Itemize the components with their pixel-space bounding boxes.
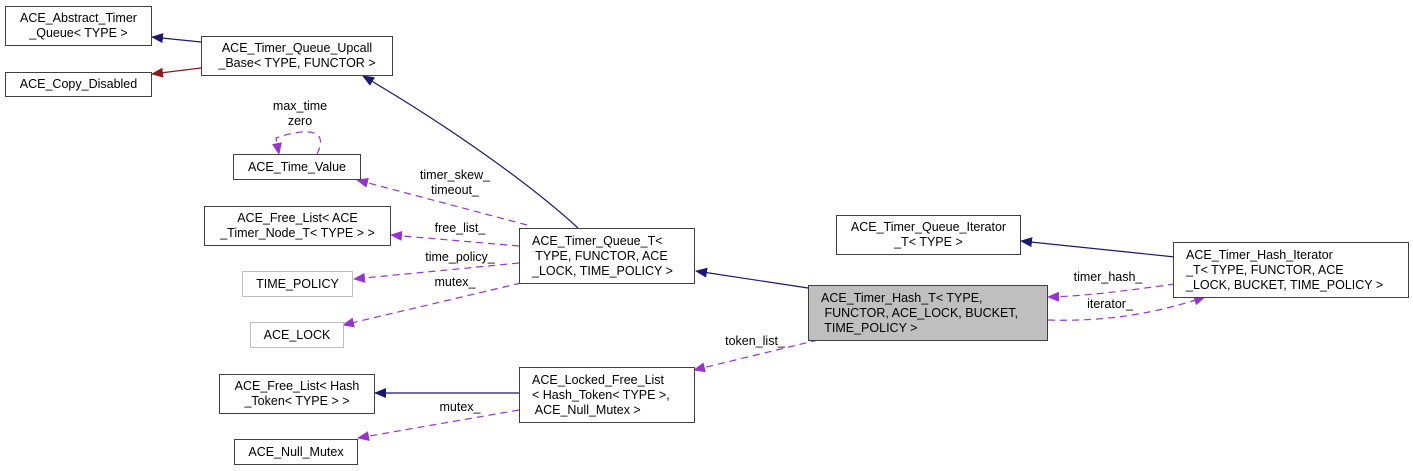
edge-upcall-to-copy-disabled (151, 67, 202, 78)
node-null-mutex[interactable]: ACE_Null_Mutex (234, 439, 358, 465)
edge-label-free-list: free_list_ (434, 221, 486, 235)
edge-iterator (1047, 295, 1206, 321)
node-copy-disabled[interactable]: ACE_Copy_Disabled (5, 72, 152, 97)
node-locked-free-list[interactable]: ACE_Locked_Free_List < Hash_Token< TYPE … (519, 367, 695, 423)
node-timer-hash-iterator[interactable]: ACE_Timer_Hash_Iterator _T< TYPE, FUNCTO… (1173, 242, 1409, 298)
edge-timer-queue-to-upcall (362, 75, 579, 229)
edge-timer-hash (1047, 283, 1176, 302)
edge-time-value-self (272, 131, 322, 155)
node-time-value[interactable]: ACE_Time_Value (233, 154, 361, 180)
edge-label-timer-skew-timeout: timer_skew_ timeout_ (419, 168, 491, 197)
edge-label-timer-hash: timer_hash_ (1073, 270, 1143, 284)
edge-label-mutex-null: mutex_ (439, 400, 481, 414)
edge-mutex-null (357, 409, 520, 442)
edge-token-list (693, 339, 819, 373)
node-free-list-timer-node[interactable]: ACE_Free_List< ACE _Timer_Node_T< TYPE >… (204, 206, 391, 246)
node-ace-lock[interactable]: ACE_LOCK (250, 322, 344, 348)
edge-timer-hash-to-timer-queue (695, 267, 809, 289)
edge-upcall-to-abstract-timer-queue (151, 33, 202, 44)
node-abstract-timer-queue[interactable]: ACE_Abstract_Timer _Queue< TYPE > (5, 6, 152, 46)
edge-mutex-lock (342, 282, 522, 328)
node-time-policy[interactable]: TIME_POLICY (242, 271, 353, 297)
edge-label-time-policy: time_policy_ (425, 250, 495, 264)
edge-label-mutex-lock: mutex_ (434, 275, 476, 289)
edge-label-iterator: iterator_ (1087, 297, 1133, 311)
edge-timer-skew (356, 177, 528, 226)
node-free-list-hash-token[interactable]: ACE_Free_List< Hash _Token< TYPE > > (219, 374, 375, 414)
node-timer-queue-iterator[interactable]: ACE_Timer_Queue_Iterator _T< TYPE > (836, 215, 1021, 255)
edge-label-token-list: token_list_ (725, 334, 785, 348)
edge-time-policy (353, 262, 520, 283)
edge-free-list (390, 230, 520, 247)
edge-hash-iterator-to-queue-iterator (1020, 237, 1176, 258)
edge-label-max-time-zero: max_time zero (272, 99, 328, 128)
node-timer-queue-upcall-base[interactable]: ACE_Timer_Queue_Upcall _Base< TYPE, FUNC… (201, 36, 393, 76)
node-timer-hash-t[interactable]: ACE_Timer_Hash_T< TYPE, FUNCTOR, ACE_LOC… (808, 285, 1048, 341)
node-timer-queue-t[interactable]: ACE_Timer_Queue_T< TYPE, FUNCTOR, ACE _L… (519, 228, 695, 284)
